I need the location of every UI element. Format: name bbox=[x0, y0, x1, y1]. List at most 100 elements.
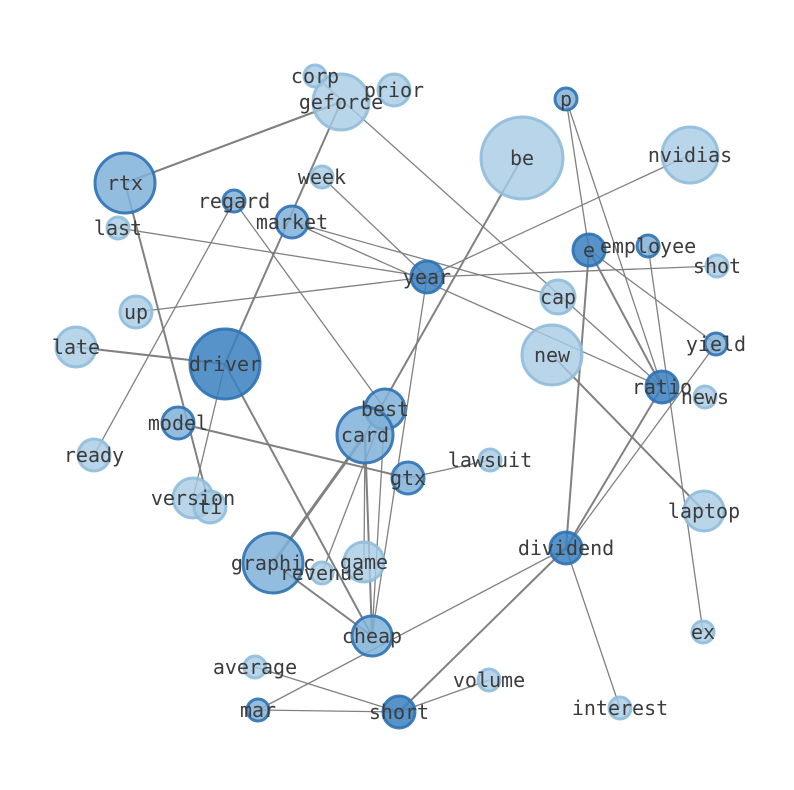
node-label-volume: volume bbox=[453, 668, 525, 692]
edge-employee-ex bbox=[647, 245, 704, 633]
node-label-average: average bbox=[213, 655, 297, 679]
edge-mar-short bbox=[257, 709, 400, 713]
edge-driver-cheap bbox=[224, 363, 373, 637]
node-model bbox=[160, 405, 196, 441]
node-week bbox=[309, 164, 335, 190]
node-label-game: game bbox=[340, 550, 388, 574]
node-employee bbox=[635, 233, 661, 259]
node-label-dividend: dividend bbox=[518, 536, 614, 560]
node-label-lawsuit: lawsuit bbox=[448, 448, 532, 472]
node-label-ratio: ratio bbox=[632, 375, 692, 399]
node-label-up: up bbox=[124, 300, 148, 324]
edge-e-yield bbox=[588, 249, 717, 345]
edge-last-year bbox=[117, 227, 428, 278]
node-label-rtx: rtx bbox=[107, 171, 143, 195]
node-label-news: news bbox=[681, 385, 729, 409]
node-regard bbox=[221, 188, 247, 214]
edge-rtx-geforce bbox=[124, 100, 342, 185]
edge-dividend-interest bbox=[565, 547, 621, 709]
node-yield bbox=[703, 331, 729, 357]
edge-year-up bbox=[135, 276, 428, 313]
edge-nvidias-year bbox=[426, 154, 691, 278]
node-label-corp: corp bbox=[291, 64, 339, 88]
edge-card-cheap bbox=[364, 434, 373, 637]
node-label-new: new bbox=[534, 343, 571, 367]
node-graphic bbox=[241, 531, 305, 595]
node-rtx bbox=[93, 151, 157, 215]
edge-p-ratio bbox=[565, 98, 663, 388]
node-label-cheap: cheap bbox=[342, 624, 402, 648]
edge-layer bbox=[75, 75, 718, 713]
edge-week-year bbox=[321, 176, 428, 278]
node-label-version: version bbox=[151, 486, 235, 510]
node-ex bbox=[690, 619, 716, 645]
node-average bbox=[242, 654, 268, 680]
edge-p-e bbox=[565, 98, 590, 251]
node-label-short: short bbox=[369, 700, 429, 724]
edge-average-short bbox=[254, 666, 400, 713]
node-geforce bbox=[311, 72, 371, 132]
node-label-laptop: laptop bbox=[668, 499, 740, 523]
node-p bbox=[553, 86, 579, 112]
node-label-week: week bbox=[298, 165, 346, 189]
edge-regard-best bbox=[233, 200, 386, 410]
node-card bbox=[335, 405, 395, 465]
node-label-ready: ready bbox=[64, 443, 124, 467]
node-last bbox=[105, 215, 131, 241]
node-label-market: market bbox=[256, 210, 328, 234]
edge-corp-ratio bbox=[314, 75, 663, 388]
node-label-gtx: gtx bbox=[390, 466, 426, 490]
node-label-p: p bbox=[560, 87, 572, 111]
edge-market-ratio bbox=[291, 221, 663, 388]
node-lawsuit bbox=[477, 447, 503, 473]
node-label-interest: interest bbox=[572, 696, 668, 720]
edge-e-ratio bbox=[588, 249, 663, 388]
node-label-revenue: revenue bbox=[280, 561, 364, 585]
node-market bbox=[274, 204, 310, 240]
node-label-ex: ex bbox=[691, 620, 715, 644]
node-label-graphic: graphic bbox=[231, 551, 315, 575]
node-label-card: card bbox=[341, 423, 389, 447]
edge-model-gtx bbox=[177, 422, 409, 479]
node-cheap bbox=[350, 614, 394, 658]
node-label-last: last bbox=[94, 216, 142, 240]
node-label-year: year bbox=[403, 265, 451, 289]
node-label-model: model bbox=[148, 411, 208, 435]
node-ti bbox=[192, 489, 228, 525]
node-cap bbox=[539, 278, 577, 316]
node-prior bbox=[376, 72, 412, 108]
node-ratio bbox=[644, 369, 680, 405]
node-e bbox=[571, 232, 607, 268]
node-label-yield: yield bbox=[686, 332, 746, 356]
node-nvidias bbox=[660, 125, 720, 185]
node-label-shot: shot bbox=[693, 254, 741, 278]
node-label-be: be bbox=[510, 146, 534, 170]
node-interest bbox=[607, 695, 633, 721]
edge-dividend-short bbox=[398, 547, 567, 713]
node-be bbox=[479, 115, 565, 201]
node-label-nvidias: nvidias bbox=[648, 143, 732, 167]
edge-rtx-ti bbox=[124, 182, 211, 508]
node-label-e: e bbox=[583, 238, 595, 262]
node-gtx bbox=[390, 460, 426, 496]
node-volume bbox=[476, 667, 502, 693]
node-driver bbox=[188, 327, 262, 401]
node-label-mar: mar bbox=[240, 698, 276, 722]
edge-new-laptop bbox=[551, 354, 705, 512]
node-ready bbox=[76, 437, 112, 473]
node-layer bbox=[54, 63, 730, 730]
node-label-best: best bbox=[361, 397, 409, 421]
node-mar bbox=[245, 697, 271, 723]
edge-e-dividend bbox=[565, 249, 590, 549]
edge-dividend-mar bbox=[257, 547, 567, 711]
edge-year-shot bbox=[426, 265, 718, 278]
node-label-driver: driver bbox=[189, 352, 261, 376]
edge-year-cheap bbox=[371, 276, 428, 637]
edge-yield-dividend bbox=[565, 343, 717, 549]
node-label-ti: ti bbox=[198, 495, 222, 519]
node-up bbox=[118, 294, 154, 330]
node-revenue bbox=[309, 560, 335, 586]
